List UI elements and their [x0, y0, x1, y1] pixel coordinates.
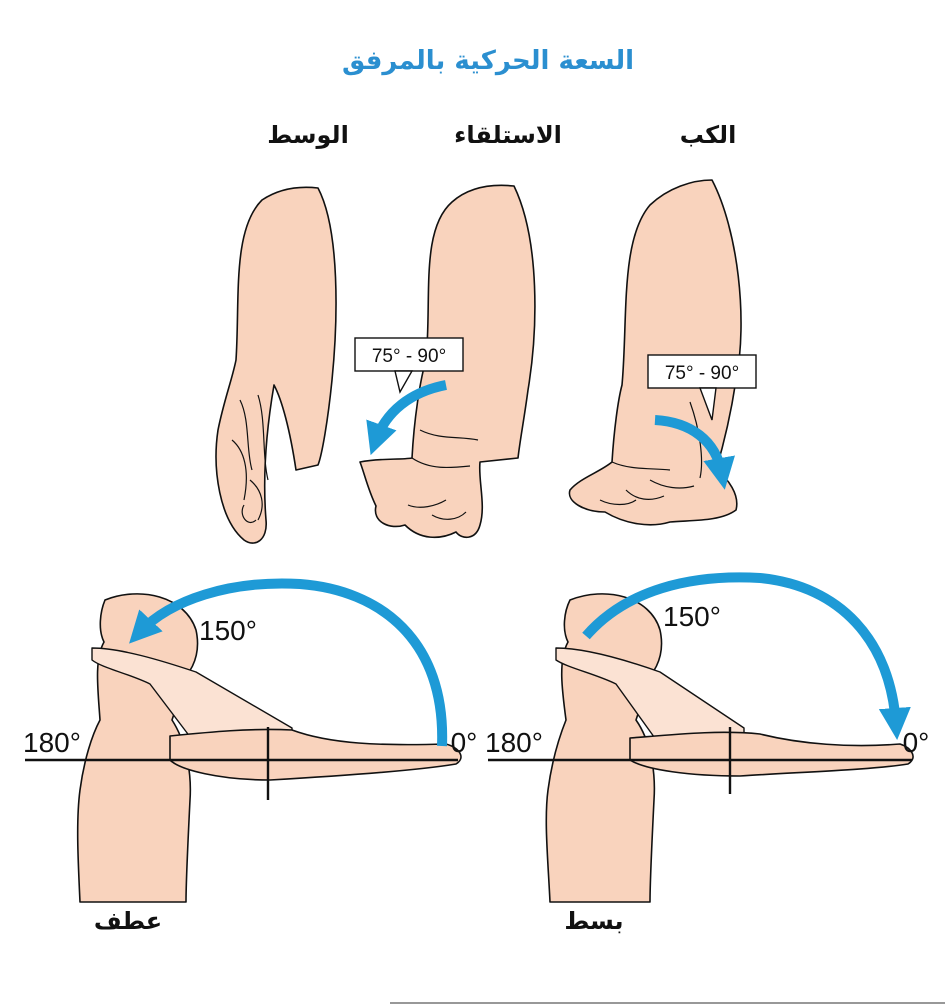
extension-label: بسط — [564, 907, 623, 935]
flexion-forearm-up — [91, 647, 293, 757]
pronation-arrow — [654, 415, 735, 490]
supination-arrow — [366, 380, 448, 456]
extension-angle-mid: 150° — [663, 601, 721, 632]
supination-range-callout: 75° - 90° — [354, 337, 464, 394]
neutral-arm-illustration — [215, 186, 337, 544]
extension-range-arrow — [582, 572, 911, 740]
extension-angle-start: 0° — [903, 727, 930, 758]
flexion-range-arrow — [129, 578, 448, 747]
pronation-arm-illustration — [568, 179, 742, 526]
diagram-title: السعة الحركية بالمرفق — [342, 46, 634, 76]
extension-forearm-extended — [629, 731, 914, 777]
neutral-label: الوسط — [267, 121, 349, 149]
supination-panel: الاستلقاء 75° - 90° — [354, 121, 562, 539]
pronation-panel: الكب 75° - 90° — [568, 121, 757, 526]
pronation-range-text: 75° - 90° — [665, 363, 739, 384]
neutral-hand-lines — [231, 394, 269, 524]
pronation-hand-lines — [599, 401, 703, 506]
pronation-label: الكب — [680, 121, 737, 149]
supination-hand-lines — [407, 429, 479, 520]
supination-label: الاستلقاء — [454, 121, 562, 149]
flexion-angle-start: 0° — [451, 727, 478, 758]
extension-panel: 150° 180° 0° بسط — [485, 572, 930, 935]
supination-range-text: 75° - 90° — [372, 346, 446, 367]
neutral-panel: الوسط — [215, 121, 349, 544]
flexion-panel: 150° 180° 0° عطف — [23, 578, 478, 935]
flexion-angle-mid: 150° — [199, 615, 257, 646]
flexion-angle-end: 180° — [23, 727, 81, 758]
flexion-forearm-extended — [169, 728, 462, 781]
flexion-label: عطف — [94, 907, 162, 935]
pronation-range-callout: 75° - 90° — [647, 354, 757, 421]
extension-angle-end: 180° — [485, 727, 543, 758]
